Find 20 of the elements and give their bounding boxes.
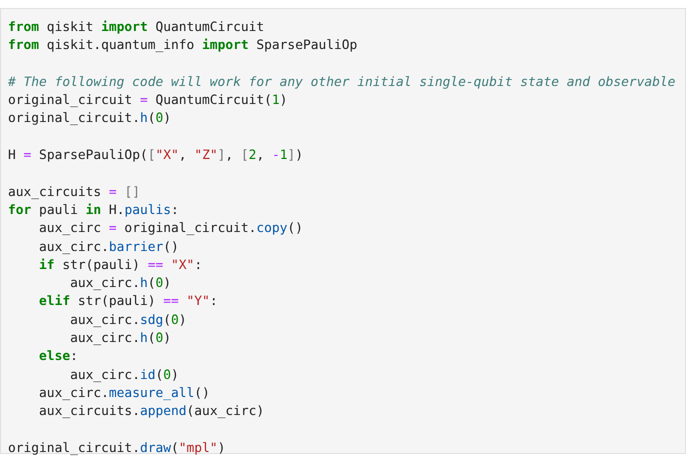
code-line: from qiskit import QuantumCircuit [8, 19, 264, 37]
code-line: aux_circuits = [] [8, 184, 140, 202]
code-line: aux_circ.id(0) [69, 366, 179, 385]
code-line: H = SparsePauliOp(["X", "Z"], [2, -1]) [8, 147, 304, 166]
code-line: else: [38, 348, 78, 366]
code-line: aux_circ.sdg(0) [69, 312, 187, 330]
code-line: aux_circ.measure_all() [38, 384, 210, 403]
code-line: aux_circ = original_circuit.copy() [38, 220, 303, 238]
code-line: elif str(pauli) == "Y": [38, 293, 218, 312]
code-line: aux_circ.h(0) [69, 275, 172, 294]
code-line: if str(pauli) == "X": [38, 256, 202, 275]
code-line: aux_circ.barrier() [38, 238, 179, 257]
code-line: for pauli in H.paulis: [8, 202, 179, 220]
code-comment: # The following code will work for any other initial single-qubit state and observable [8, 74, 676, 92]
code-line: from qiskit.quantum_info import SparsePauliOp [8, 37, 358, 56]
code-line: aux_circuits.append(aux_circ) [38, 403, 264, 422]
code-line: original_circuit = QuantumCircuit(1) [8, 92, 288, 110]
code-line: original_circuit.h(0) [8, 110, 172, 128]
code-line: aux_circ.h(0) [69, 330, 172, 348]
code-line: original_circuit.draw("mpl") [8, 440, 226, 458]
